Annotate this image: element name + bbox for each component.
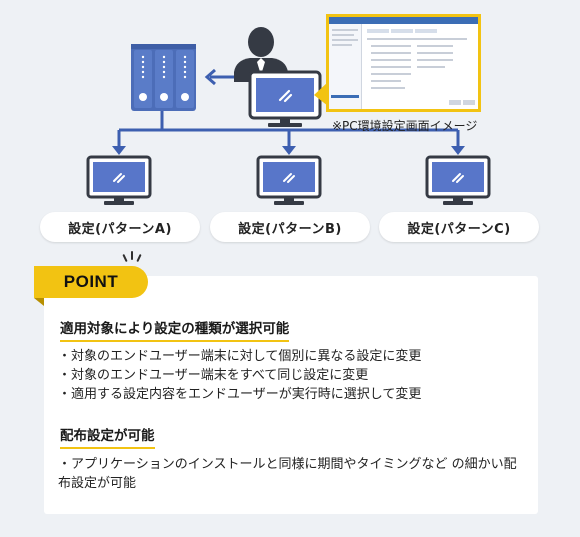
list-item: ・アプリケーションのインストールと同様に期間やタイミングなど の細かい配布設定が…	[58, 457, 517, 491]
point-panel	[44, 276, 538, 514]
admin-monitor-icon	[248, 70, 328, 127]
arrow-icon	[451, 146, 465, 155]
arrow-icon	[112, 146, 126, 155]
point-tag: POINT	[34, 266, 148, 298]
section2-heading: 配布設定が可能	[60, 424, 155, 449]
server-rack-icon	[131, 44, 196, 111]
list-item: ・対象のエンドユーザー端末をすべて同じ設定に変更	[58, 368, 369, 383]
list-item: ・対象のエンドユーザー端末に対して個別に異なる設定に変更	[58, 349, 422, 364]
client-monitor-icon	[425, 155, 491, 205]
section1-list: ・対象のエンドユーザー端末に対して個別に異なる設定に変更 ・対象のエンドユーザー…	[58, 347, 421, 404]
screenshot-thumbnail	[326, 14, 481, 112]
list-item: ・適用する設定内容をエンドユーザーが実行時に選択して変更	[58, 387, 422, 402]
pattern-c-label: 設定(パターンC)	[379, 212, 539, 242]
pattern-b-label: 設定(パターンB)	[210, 212, 370, 242]
client-monitor-icon	[256, 155, 322, 205]
pattern-a-label: 設定(パターンA)	[40, 212, 200, 242]
section1-heading: 適用対象により設定の種類が選択可能	[60, 317, 290, 342]
arrow-icon	[204, 68, 234, 86]
network-diagram	[86, 27, 491, 205]
client-monitor-icon	[86, 155, 152, 205]
connector-lines	[117, 111, 460, 148]
screenshot-caption: ※PC環境設定画面イメージ	[332, 119, 478, 133]
point-tag-fold	[34, 298, 44, 306]
arrow-icon	[282, 146, 296, 155]
